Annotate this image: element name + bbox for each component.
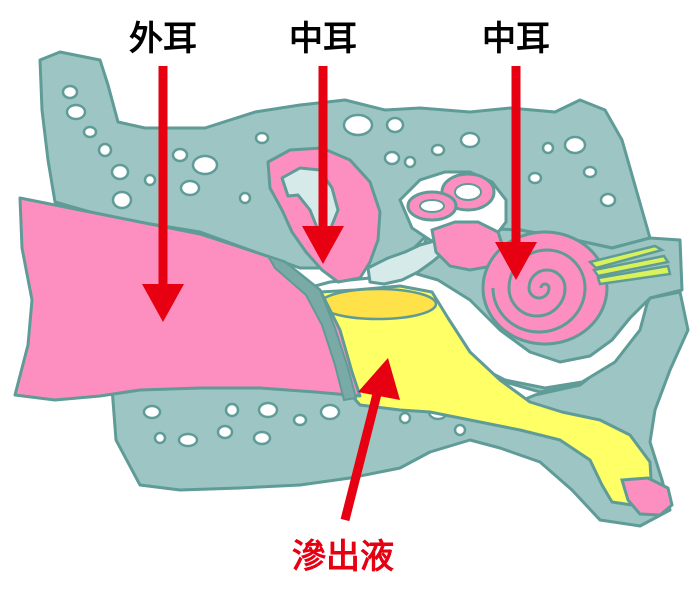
air-cell bbox=[453, 423, 467, 437]
air-cell bbox=[383, 150, 401, 166]
air-cell bbox=[61, 84, 79, 100]
nerve-strand bbox=[587, 244, 666, 270]
air-cell bbox=[142, 404, 162, 420]
air-cell bbox=[171, 147, 189, 163]
eustachian-tube-end bbox=[620, 476, 674, 517]
eardrum bbox=[265, 254, 358, 402]
outer-ear-arrow bbox=[142, 66, 184, 322]
air-cell bbox=[254, 131, 270, 145]
middle-ear-arrow bbox=[302, 66, 344, 264]
external-ear-canal bbox=[13, 196, 362, 402]
label-inner-region: 中耳 bbox=[482, 19, 550, 59]
air-cell bbox=[143, 173, 157, 187]
cochlear-nerve bbox=[587, 244, 672, 286]
air-cell bbox=[385, 116, 405, 134]
semicircular-canal-hole bbox=[454, 183, 482, 201]
air-cell bbox=[563, 135, 587, 155]
air-cell bbox=[216, 424, 234, 440]
air-cell bbox=[179, 179, 201, 197]
air-cell bbox=[319, 403, 341, 421]
nerve-strand bbox=[596, 264, 672, 286]
arrows bbox=[142, 66, 537, 522]
air-cell bbox=[238, 191, 252, 205]
nerve-strand bbox=[591, 254, 671, 278]
air-cell bbox=[65, 103, 87, 121]
stapes bbox=[366, 238, 446, 286]
air-cell bbox=[153, 431, 167, 445]
semicircular-canal-hole bbox=[419, 199, 445, 213]
air-cell bbox=[252, 430, 272, 446]
air-cell bbox=[97, 142, 113, 158]
air-cell bbox=[191, 154, 219, 176]
air-cell bbox=[459, 131, 481, 149]
air-cell bbox=[177, 432, 199, 448]
air-cell bbox=[430, 143, 446, 157]
label-middle-ear: 中耳 bbox=[289, 19, 357, 59]
inner-region-arrow bbox=[495, 66, 537, 280]
air-cell bbox=[110, 163, 130, 181]
air-cell bbox=[292, 413, 308, 427]
air-cell bbox=[342, 113, 374, 137]
air-cell bbox=[599, 192, 617, 208]
label-outer-ear: 外耳 bbox=[129, 19, 197, 59]
air-cell bbox=[82, 125, 98, 139]
label-effusion: 滲出液 bbox=[292, 537, 394, 577]
air-cell bbox=[582, 165, 598, 179]
cochlea-spiral bbox=[491, 248, 587, 334]
air-cell bbox=[257, 401, 279, 419]
air-cell bbox=[224, 402, 240, 418]
effusion-surface bbox=[318, 287, 438, 321]
mastoid-air-cells bbox=[61, 84, 617, 448]
air-cell bbox=[111, 190, 133, 210]
air-cell bbox=[541, 141, 555, 155]
air-cell bbox=[398, 411, 412, 425]
effusion-arrow bbox=[340, 358, 400, 522]
air-cell bbox=[527, 171, 543, 185]
air-cell bbox=[403, 155, 417, 169]
